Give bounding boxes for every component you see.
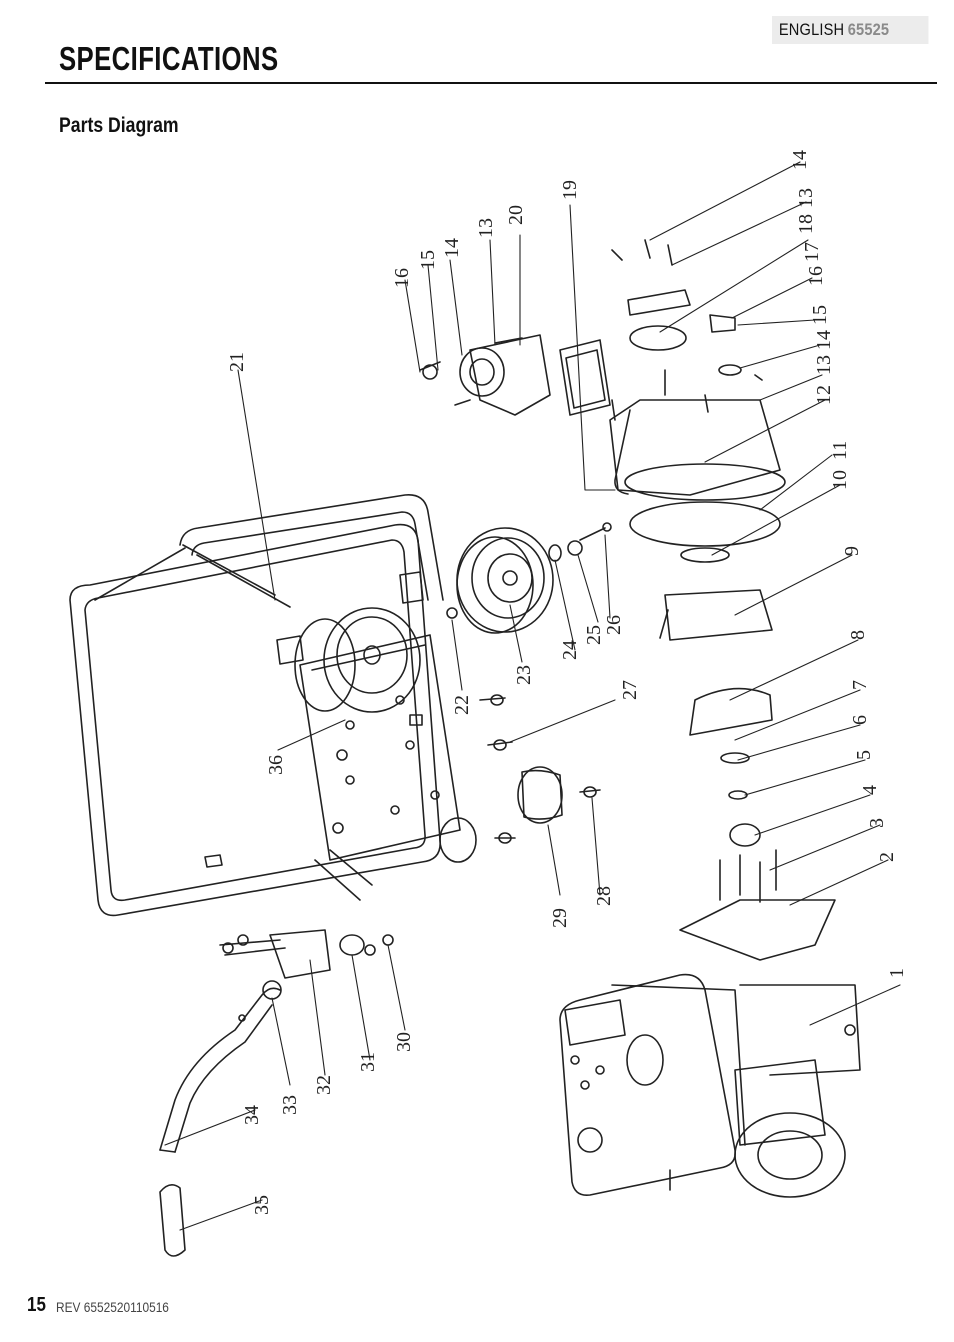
frame-drawing	[69, 494, 444, 917]
fasteners-drawing	[332, 694, 601, 844]
callout-18: 18	[795, 214, 817, 234]
callout-19: 19	[559, 180, 581, 200]
callout-6: 6	[849, 715, 871, 725]
header-divider	[45, 82, 937, 84]
callout-17: 17	[801, 242, 823, 262]
callout-20: 20	[505, 205, 527, 225]
page-title: SPECIFICATIONS	[59, 40, 279, 77]
callout-2: 2	[876, 852, 898, 862]
callout-13-right: 13	[795, 188, 817, 208]
callout-3: 3	[866, 818, 888, 828]
callout-11: 11	[829, 441, 851, 460]
callout-24: 24	[559, 640, 581, 660]
pump-housing-drawing	[609, 239, 836, 961]
callout-9: 9	[841, 546, 863, 556]
callout-29: 29	[549, 908, 571, 928]
page-number: 15	[27, 1294, 46, 1316]
callout-numbers: 1 2 3 4 5 6 7 8 9 10 11 12 13 14 15 16 1…	[226, 150, 908, 1215]
callout-1: 1	[886, 968, 908, 978]
callout-30: 30	[393, 1032, 415, 1052]
engine-drawing	[559, 973, 861, 1198]
callout-4: 4	[859, 785, 881, 795]
callout-15-top: 15	[417, 250, 439, 270]
callout-8: 8	[847, 630, 869, 640]
discharge-elbow-drawing	[419, 334, 611, 416]
callout-22: 22	[451, 695, 473, 715]
callout-32: 32	[313, 1075, 335, 1095]
callout-23: 23	[513, 665, 535, 685]
revision-code: REV 6552520110516	[56, 1299, 169, 1315]
callout-5: 5	[853, 750, 875, 760]
callout-12: 12	[813, 385, 835, 405]
section-title: Parts Diagram	[59, 114, 179, 137]
callout-35: 35	[251, 1195, 273, 1215]
callout-21: 21	[226, 352, 248, 372]
callout-14-right: 14	[789, 150, 811, 170]
callout-14-lower: 14	[813, 330, 835, 350]
callout-26: 26	[603, 615, 625, 635]
language-label: ENGLISH	[778, 20, 845, 39]
callout-13-top: 13	[475, 218, 497, 238]
pump-base-drawing	[294, 607, 477, 863]
impeller-assembly-drawing	[446, 522, 612, 634]
handle-drawing	[159, 929, 394, 1257]
callout-15-right: 15	[809, 305, 831, 325]
leader-lines	[164, 161, 901, 1231]
callout-28: 28	[593, 886, 615, 906]
callout-25: 25	[583, 625, 605, 645]
callout-16-top: 16	[391, 268, 413, 288]
callout-34: 34	[241, 1105, 263, 1125]
callout-10: 10	[829, 470, 851, 490]
callout-36: 36	[265, 755, 287, 775]
callout-13-lower: 13	[813, 355, 835, 375]
callout-27: 27	[619, 680, 641, 700]
callout-7: 7	[849, 680, 871, 690]
callout-33: 33	[279, 1095, 301, 1115]
callout-14-top: 14	[441, 238, 463, 258]
callout-31: 31	[357, 1052, 379, 1072]
callout-16-right: 16	[805, 266, 827, 286]
model-number: 65525	[847, 20, 890, 39]
